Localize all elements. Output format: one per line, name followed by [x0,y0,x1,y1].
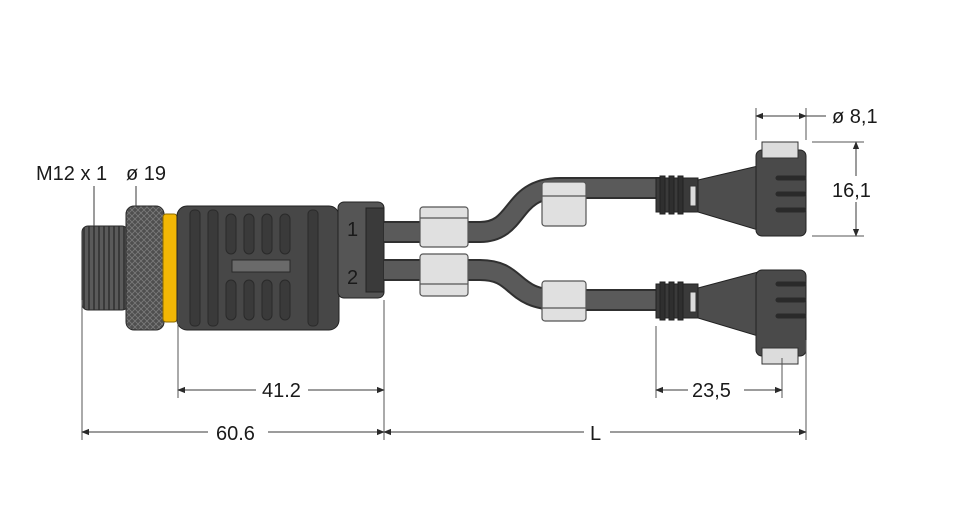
angled-socket-2 [655,269,807,365]
dim-60-label: 60.6 [216,423,255,445]
clip-1b [541,181,587,227]
branch-1-label: 1 [347,219,358,241]
angled-socket-1 [655,141,807,237]
cable-length-label: L [590,423,601,445]
knurled-nut [125,205,165,331]
socket-height-label: 16,1 [832,180,871,202]
male-connector: 1 2 [81,201,385,331]
branch-2-label: 2 [347,267,358,289]
nut-ring [162,213,178,323]
body-ribs [189,209,319,327]
thread-size-label: M12 x 1 [36,163,107,185]
clip-2b [541,280,587,322]
cable-clips [419,181,587,322]
brand-plate [231,259,291,273]
dim-23-label: 23,5 [692,380,731,402]
dim-41-label: 41.2 [262,380,301,402]
socket-diameter-label: ø 8,1 [832,106,878,128]
clip-1a [419,206,469,248]
clip-2a [419,253,469,297]
extension-lines [81,108,864,440]
m12-thread [81,225,129,311]
nut-diameter-label: ø 19 [126,163,166,185]
